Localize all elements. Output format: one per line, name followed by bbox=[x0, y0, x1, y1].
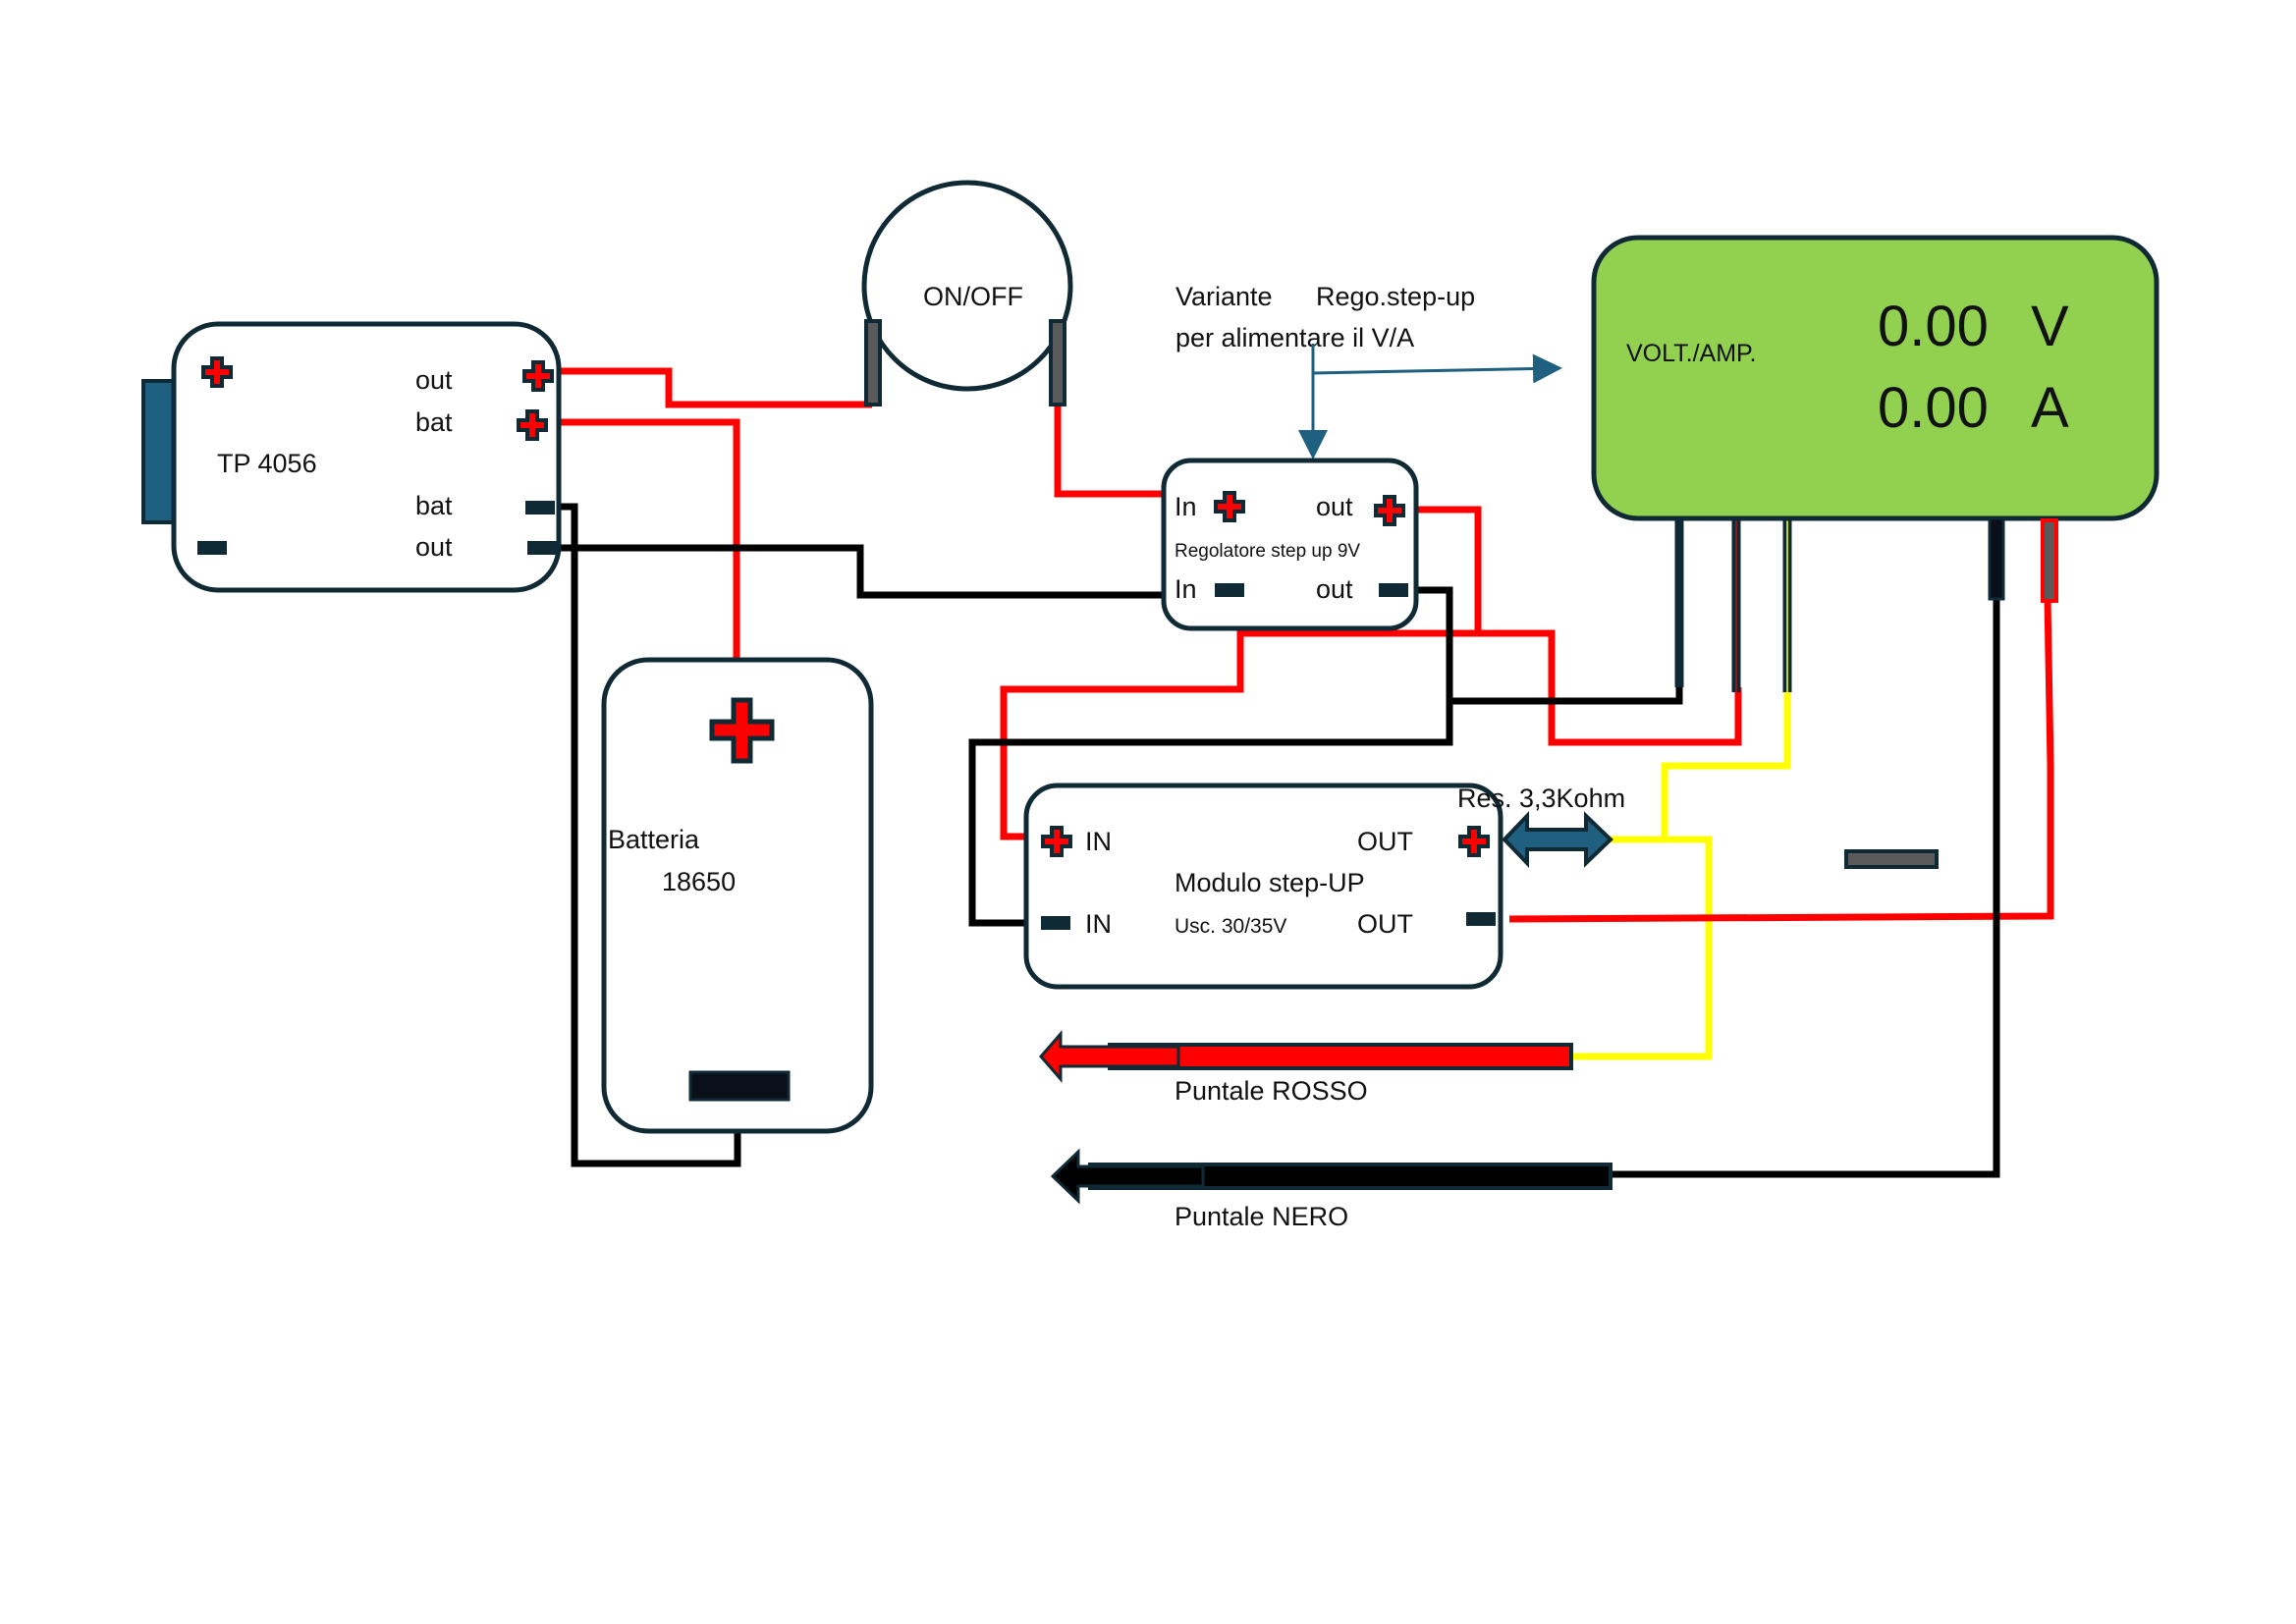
reg-out-minus-icon bbox=[1379, 583, 1408, 597]
stepup-out-minus-icon bbox=[1466, 912, 1496, 926]
black-probe-label: Puntale NERO bbox=[1175, 1202, 1348, 1231]
reg-out-plus-label: out bbox=[1316, 492, 1353, 521]
reg-in-minus-icon bbox=[1215, 583, 1244, 597]
wire-black-meter-to-probe bbox=[1611, 599, 2000, 1178]
reg-in-minus-label: In bbox=[1175, 574, 1197, 604]
wire-yellow-to-red-probe bbox=[1571, 836, 1713, 1060]
battery-18650: Batteria 18650 bbox=[601, 657, 874, 1134]
meter-label: VOLT./AMP. bbox=[1626, 340, 1756, 367]
switch-terminal-left bbox=[864, 319, 882, 406]
pin-label-out-minus: out bbox=[415, 532, 453, 562]
stepup-in-plus-label: IN bbox=[1085, 827, 1112, 856]
meter-voltage-unit: V bbox=[2031, 295, 2069, 358]
stepup-subtitle: Usc. 30/35V bbox=[1175, 915, 1286, 938]
wire-red-tp-bat-to-battery bbox=[530, 418, 740, 660]
battery-label: Batteria bbox=[608, 825, 700, 854]
meter-current-value: 0.00 bbox=[1878, 376, 1989, 440]
pin-label-bat-plus: bat bbox=[415, 407, 453, 437]
wire-yellow-resistor-to-meter bbox=[1611, 692, 1791, 843]
arrow-to-meter bbox=[1312, 353, 1562, 384]
switch-label: ON/OFF bbox=[923, 282, 1023, 311]
black-probe[interactable]: Puntale NERO bbox=[1050, 1148, 1613, 1231]
reg-in-plus-label: In bbox=[1175, 492, 1197, 521]
reg-out-minus-label: out bbox=[1316, 574, 1353, 604]
wires bbox=[530, 367, 2054, 1178]
wire-black-regulator-out bbox=[1404, 525, 1683, 705]
wire-red-tp-out-to-switch bbox=[530, 367, 872, 408]
tp4056-module: TP 4056 out bat bat out bbox=[141, 321, 562, 593]
tp4056-name: TP 4056 bbox=[217, 449, 317, 478]
resistor-label: Res. 3,3Kohm bbox=[1457, 784, 1625, 813]
reg-title: Regolatore step up 9V bbox=[1175, 541, 1360, 562]
minus-icon bbox=[197, 541, 227, 555]
battery-model: 18650 bbox=[662, 867, 736, 896]
red-probe[interactable]: Puntale ROSSO bbox=[1039, 1029, 1573, 1106]
switch-terminal-right bbox=[1049, 319, 1066, 406]
wire-black-tp-out-to-regulator bbox=[530, 544, 1164, 599]
meter-terminal-red bbox=[2041, 518, 2058, 603]
note-per-alimentare: per alimentare il V/A bbox=[1175, 323, 1414, 352]
note-rego-step-up: Rego.step-up bbox=[1316, 282, 1475, 311]
regulator-step-up-9v: In out Regolatore step up 9V In out bbox=[1161, 458, 1419, 631]
stepup-out-minus-label: OUT bbox=[1357, 909, 1413, 939]
spare-minus-terminal bbox=[1844, 849, 1939, 869]
battery-minus-icon bbox=[688, 1070, 791, 1102]
red-probe-label: Puntale ROSSO bbox=[1175, 1076, 1368, 1106]
wire-red-stepup-out-to-meter bbox=[1508, 598, 2054, 923]
stepup-in-minus-label: IN bbox=[1085, 909, 1112, 939]
stepup-out-plus-label: OUT bbox=[1357, 827, 1413, 856]
wire-red-switch-to-regulator bbox=[1054, 403, 1164, 498]
battery-plus-icon bbox=[709, 697, 775, 764]
on-off-switch[interactable]: ON/OFF bbox=[861, 180, 1073, 406]
meter-current-unit: A bbox=[2031, 376, 2069, 440]
pin-label-out-plus: out bbox=[415, 365, 453, 395]
meter-terminal-black bbox=[1988, 516, 2005, 601]
stepup-in-minus-icon bbox=[1041, 916, 1070, 930]
wire-red-to-stepup-in bbox=[1000, 629, 1478, 840]
step-up-module: IN OUT Modulo step-UP IN Usc. 30/35V OUT bbox=[1023, 783, 1503, 990]
double-arrow-icon bbox=[1502, 811, 1613, 868]
meter-voltage-value: 0.00 bbox=[1878, 295, 1989, 358]
stepup-title: Modulo step-UP bbox=[1175, 868, 1365, 897]
note-variante: Variante bbox=[1175, 282, 1273, 311]
wire-red-regulator-out bbox=[1404, 506, 1742, 746]
variant-note: Variante Rego.step-up per alimentare il … bbox=[1175, 282, 1562, 460]
pin-label-bat-minus: bat bbox=[415, 491, 453, 520]
volt-amp-meter: VOLT./AMP. 0.00 V 0.00 A bbox=[1591, 235, 2159, 603]
usb-port bbox=[141, 379, 177, 524]
resistor: Res. 3,3Kohm bbox=[1457, 784, 1625, 868]
terminal-out-minus bbox=[527, 541, 557, 555]
terminal-bat-minus bbox=[525, 501, 555, 514]
wire-black-to-stepup-in bbox=[968, 701, 1453, 927]
